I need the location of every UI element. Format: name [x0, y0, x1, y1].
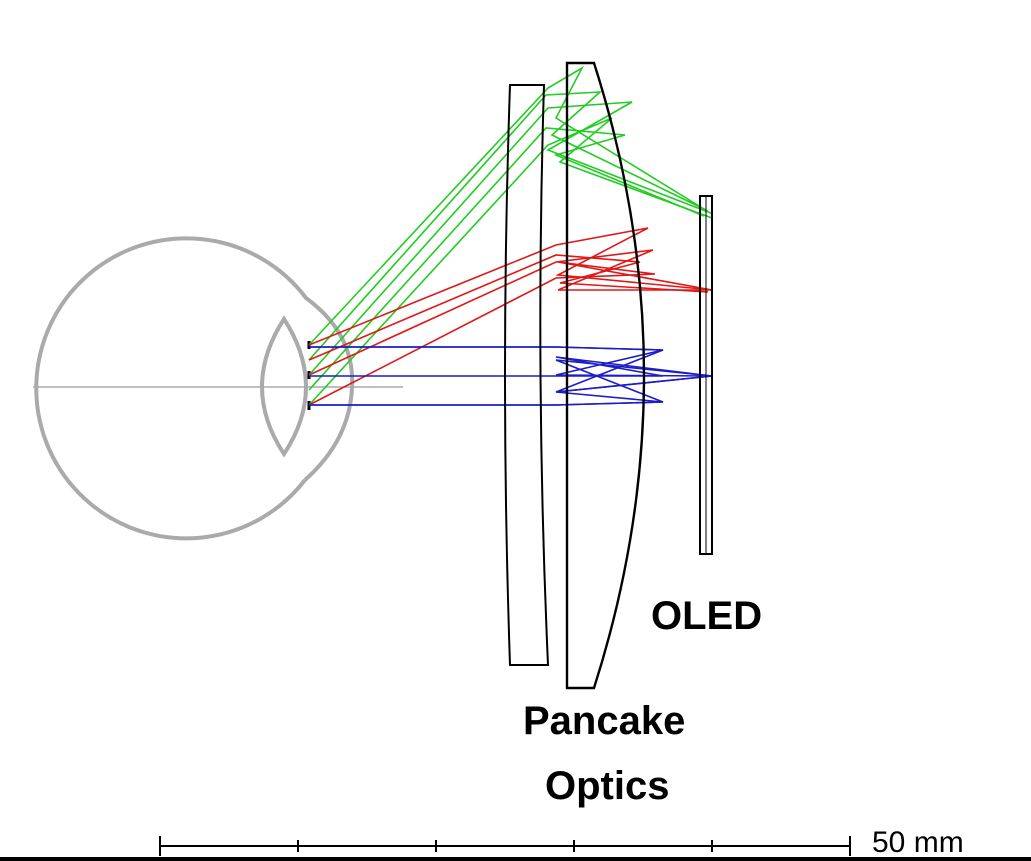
pancake-optics-label-line1: Pancake: [523, 699, 686, 743]
blue-ray-3: [309, 375, 713, 406]
red-ray-3: [308, 261, 713, 406]
scale-bar-label: 50 mm: [872, 826, 964, 859]
green-ray-2: [308, 101, 709, 376]
green-ray-4: [308, 91, 707, 361]
blue-ray-2: [309, 356, 713, 377]
green-ray-5: [308, 127, 705, 391]
red-ray-1: [308, 227, 713, 346]
oled-label: OLED: [651, 594, 763, 638]
pancake-lens-element-1: [504, 84, 550, 666]
red-ray-4: [308, 254, 709, 361]
ray-traces: [308, 65, 713, 406]
green-ray-3: [308, 117, 713, 406]
bottom-border: [0, 857, 1031, 861]
red-ray-2: [308, 249, 712, 376]
scale-bar: [159, 836, 851, 856]
blue-ray-4: [309, 346, 713, 393]
oled-panel: [699, 195, 713, 555]
pancake-optics-label-line2: Optics: [545, 764, 670, 808]
eyeball-outline: [34, 236, 355, 541]
blue-ray-5: [309, 359, 713, 406]
blue-ray-1: [309, 346, 713, 377]
green-ray-1: [308, 65, 713, 346]
pancake-lens-element-2: [565, 61, 646, 690]
eye-lens: [260, 315, 308, 458]
eye: [33, 236, 403, 541]
